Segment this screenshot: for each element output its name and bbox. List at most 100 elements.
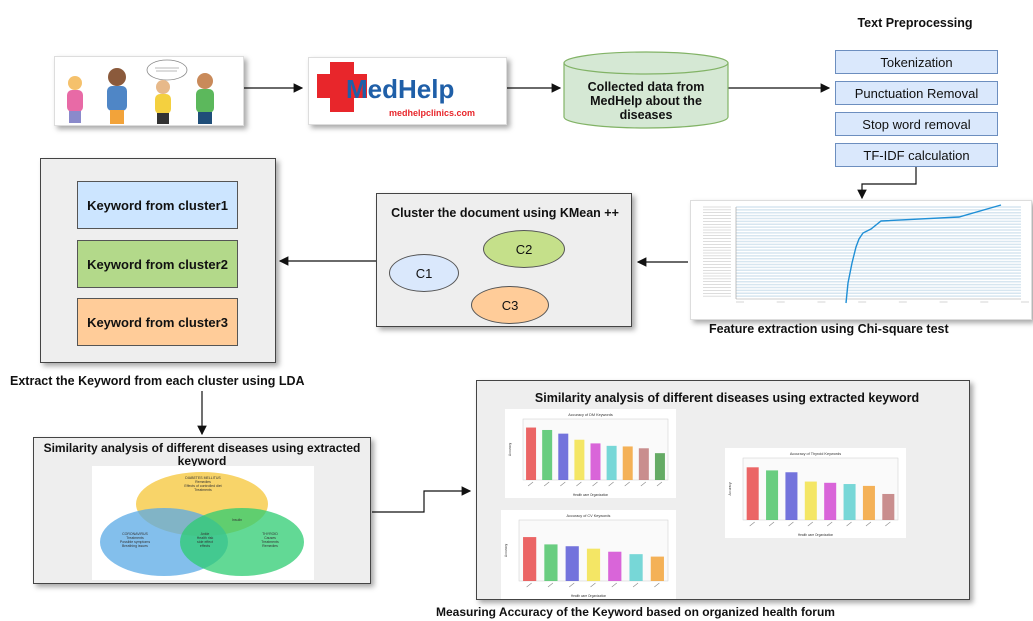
arrow-tfidf-to-chart <box>857 167 917 200</box>
database-cylinder <box>563 51 729 129</box>
bar-tick-label <box>827 521 833 527</box>
venn-text: Health risk <box>196 536 214 540</box>
bar-tick-label <box>527 481 534 487</box>
accuracy-caption: Measuring Accuracy of the Keyword based … <box>436 605 835 619</box>
venn-top-text: DIABETES MELLITUS Remedies Effects of co… <box>178 476 228 492</box>
chart-ylabel: Accuracy <box>728 482 732 496</box>
step-stop-word-removal: Stop word removal <box>835 112 998 136</box>
venn-text: Breathing issues <box>122 544 148 548</box>
step-label: Stop word removal <box>862 116 971 132</box>
bar <box>785 472 798 520</box>
bar-tick-label <box>632 582 639 588</box>
bar-tick-label <box>547 582 554 588</box>
venn-text: Ankle <box>200 532 210 536</box>
venn-text: DIABETES MELLITUS <box>185 476 221 480</box>
bar <box>862 485 875 520</box>
venn-left-text: CORONAVIRUS Treatments Possible symptoms… <box>110 532 160 548</box>
chart-ylabel: Accuracy <box>508 443 512 457</box>
bar <box>622 446 633 480</box>
similarity-left-title: Similarity analysis of different disease… <box>43 441 361 468</box>
venn-overlap-text: Insulin <box>232 518 243 522</box>
venn-center-text: Ankle Health risk side effect effects <box>194 532 216 548</box>
bar-tick-label <box>543 481 550 487</box>
venn-text: THYROID <box>262 532 278 536</box>
bar <box>654 453 665 480</box>
cluster-c3: C3 <box>471 286 549 324</box>
bar <box>746 467 759 520</box>
bar <box>558 433 569 480</box>
step-punctuation-removal: Punctuation Removal <box>835 81 998 105</box>
bar <box>650 556 664 581</box>
step-label: TF-IDF calculation <box>863 147 970 163</box>
chart-title: Accuracy of CV Keywords <box>567 514 611 518</box>
bar <box>565 546 579 581</box>
venn-text: CORONAVIRUS <box>122 532 148 536</box>
bar-tick-label <box>526 582 532 588</box>
venn-text: Effects of controlled diet <box>184 484 222 488</box>
bar-tick-label <box>640 481 647 487</box>
bar-tick-label <box>846 521 852 527</box>
preprocessing-title: Text Preprocessing <box>857 16 973 30</box>
bar-tick-label <box>768 521 775 527</box>
venn-text: effects <box>199 544 211 548</box>
keyword-cluster1: Keyword from cluster1 <box>77 181 238 229</box>
people-illustration <box>67 59 214 124</box>
bar-tick-label <box>656 481 663 487</box>
step-label: Tokenization <box>880 54 953 70</box>
bar <box>523 537 537 581</box>
medhelp-logo-text: MedHelp <box>346 74 455 104</box>
bar <box>629 554 643 581</box>
bar <box>882 493 895 520</box>
venn-text: Remedies <box>262 544 278 548</box>
bar-tick-label <box>590 582 596 588</box>
chart-xlabel: Health care Organization <box>798 533 833 537</box>
chart-curve <box>845 204 1002 304</box>
bar-tick-label <box>807 521 813 527</box>
bar <box>590 443 601 480</box>
cluster-title: Cluster the document using KMean ++ <box>391 206 619 220</box>
medhelp-url: medhelpclinics.com <box>389 108 476 118</box>
bar <box>542 429 553 480</box>
venn-text: side effect <box>197 540 213 544</box>
lda-caption: Extract the Keyword from each cluster us… <box>10 374 305 388</box>
bar <box>586 548 601 581</box>
similarity-right-title: Similarity analysis of different disease… <box>534 391 920 405</box>
cluster-c2: C2 <box>483 230 565 268</box>
venn-text: Treatments <box>126 536 144 540</box>
arrow-similarity-to-accuracy <box>372 486 472 513</box>
bar-tick-label <box>569 582 575 588</box>
chart-title: Accuracy of DM Keywords <box>568 413 613 417</box>
chart-ylabel: Accuracy <box>504 544 508 558</box>
bar <box>544 544 558 581</box>
cluster-c1: C1 <box>389 254 459 292</box>
bar-tick-label <box>654 582 660 588</box>
chart-xlabel: Health care Organization <box>573 493 608 497</box>
medhelp-cross-icon <box>317 62 367 112</box>
venn-text: Causes <box>264 536 276 540</box>
people-image <box>54 56 244 126</box>
bar <box>526 427 537 480</box>
bar-tick-label <box>608 481 614 487</box>
chi-square-plot <box>703 204 1029 304</box>
chi-square-chart <box>690 200 1032 320</box>
similarity-venn-panel: Similarity analysis of different disease… <box>33 437 371 584</box>
bar <box>608 551 622 581</box>
venn-right-text: THYROID Causes Treatments Remedies <box>250 532 290 548</box>
bar-tick-label <box>624 481 630 487</box>
venn-image: DIABETES MELLITUS Remedies Effects of co… <box>92 466 314 580</box>
cluster-label: C3 <box>501 297 519 313</box>
cluster-label: C2 <box>515 241 533 257</box>
venn-diagram <box>100 472 304 576</box>
bar <box>804 481 817 520</box>
venn-text: Possible symptoms <box>119 540 151 544</box>
chart-xlabel: Health care Organization <box>571 594 606 598</box>
step-tokenization: Tokenization <box>835 50 998 74</box>
bar-tick-label <box>749 521 755 527</box>
